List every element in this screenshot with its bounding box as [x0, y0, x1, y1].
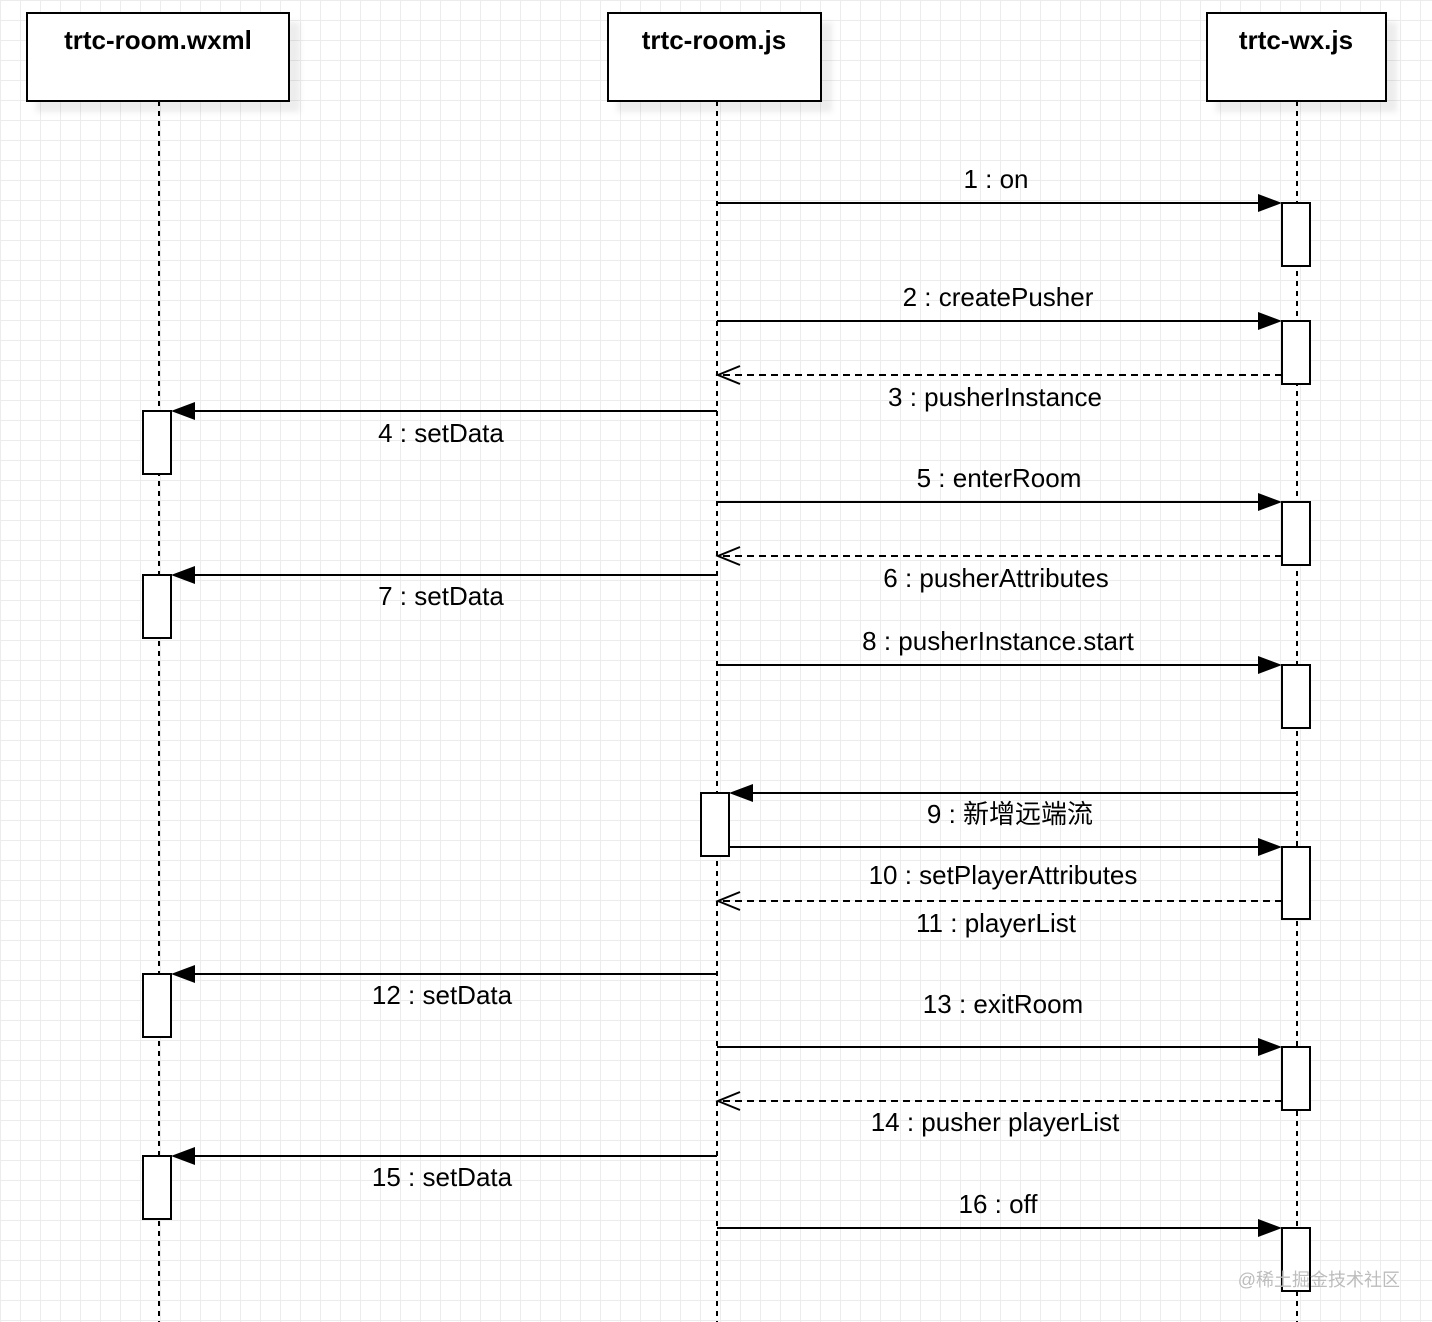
- activation-bar: [142, 1155, 172, 1220]
- message-3[interactable]: 3 : pusherInstance: [715, 365, 1282, 412]
- message-15[interactable]: 15 : setData: [171, 1147, 717, 1192]
- message-label: 11 : playerList: [916, 908, 1077, 938]
- activations: [142, 202, 1311, 1292]
- message-2[interactable]: 2 : createPusher: [717, 282, 1282, 330]
- message-11[interactable]: 11 : playerList: [715, 891, 1282, 938]
- message-10[interactable]: 10 : setPlayerAttributes: [729, 838, 1282, 890]
- message-14[interactable]: 14 : pusher playerList: [715, 1091, 1282, 1137]
- message-label: 2 : createPusher: [903, 282, 1094, 312]
- activation-bar: [1281, 501, 1311, 566]
- participant-label: trtc-room.wxml: [64, 25, 252, 55]
- message-label: 7 : setData: [378, 581, 504, 611]
- message-label: 13 : exitRoom: [923, 989, 1083, 1019]
- message-5[interactable]: 5 : enterRoom: [717, 463, 1282, 511]
- message-label: 16 : off: [958, 1189, 1038, 1219]
- message-label: 8 : pusherInstance.start: [862, 626, 1134, 656]
- message-4[interactable]: 4 : setData: [171, 402, 717, 448]
- message-8[interactable]: 8 : pusherInstance.start: [717, 626, 1282, 674]
- activation-bar: [1281, 664, 1311, 729]
- message-label: 9 : 新增远端流: [927, 799, 1093, 829]
- activation-bar: [1281, 846, 1311, 920]
- participant-wxml[interactable]: trtc-room.wxml: [26, 12, 290, 102]
- message-12[interactable]: 12 : setData: [171, 965, 717, 1010]
- participant-label: trtc-room.js: [642, 25, 786, 55]
- message-9[interactable]: 9 : 新增远端流: [729, 784, 1297, 829]
- message-6[interactable]: 6 : pusherAttributes: [715, 546, 1282, 593]
- activation-bar: [1281, 1046, 1311, 1111]
- activation-bar: [1281, 320, 1311, 385]
- participant-label: trtc-wx.js: [1239, 25, 1353, 55]
- message-label: 5 : enterRoom: [917, 463, 1082, 493]
- message-label: 1 : on: [963, 164, 1028, 194]
- message-label: 15 : setData: [372, 1162, 513, 1192]
- activation-bar: [142, 410, 172, 475]
- activation-bar: [1281, 1227, 1311, 1292]
- message-16[interactable]: 16 : off: [717, 1189, 1282, 1237]
- watermark: @稀土掘金技术社区: [1238, 1270, 1400, 1290]
- message-label: 10 : setPlayerAttributes: [869, 860, 1138, 890]
- message-label: 4 : setData: [378, 418, 504, 448]
- message-13[interactable]: 13 : exitRoom: [717, 989, 1282, 1056]
- activation-bar: [1281, 202, 1311, 267]
- message-1[interactable]: 1 : on: [717, 164, 1282, 212]
- activation-bar: [700, 792, 730, 857]
- participant-js[interactable]: trtc-room.js: [607, 12, 822, 102]
- message-7[interactable]: 7 : setData: [171, 566, 717, 611]
- message-label: 3 : pusherInstance: [888, 382, 1102, 412]
- message-label: 14 : pusher playerList: [871, 1107, 1120, 1137]
- participant-wx[interactable]: trtc-wx.js: [1206, 12, 1387, 102]
- lifelines: [158, 101, 1298, 1322]
- message-label: 6 : pusherAttributes: [883, 563, 1108, 593]
- activation-bar: [142, 973, 172, 1038]
- message-label: 12 : setData: [372, 980, 513, 1010]
- activation-bar: [142, 574, 172, 639]
